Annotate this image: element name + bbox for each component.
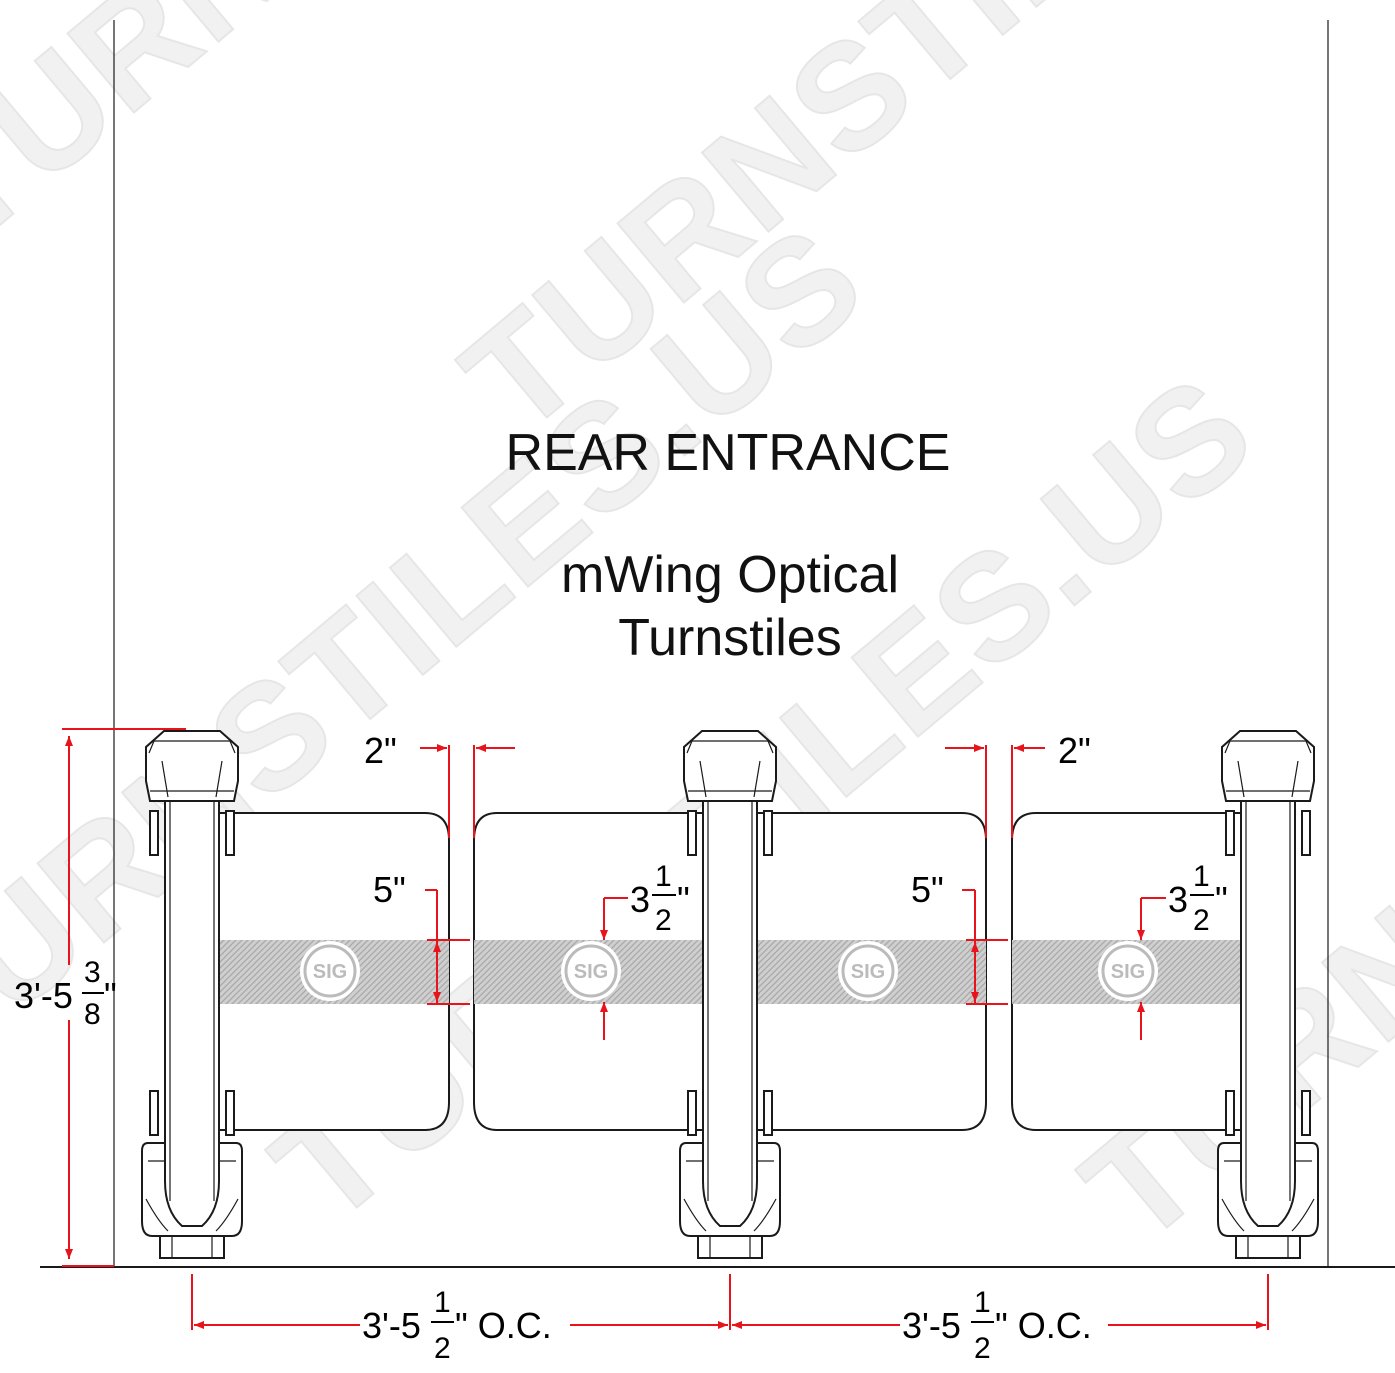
logo-label-left-den: 2	[655, 904, 672, 937]
oc-label-left-den: 2	[434, 1332, 451, 1365]
logo-text: SIG	[313, 961, 347, 983]
stripe-label-left: 5"	[373, 869, 406, 910]
oc-label-left-whole: 3'-5	[362, 1305, 421, 1346]
logo-dimension-left	[600, 897, 628, 1040]
gap-label-right: 2"	[1058, 730, 1091, 771]
entrance-title: REAR ENTRANCE	[506, 424, 951, 482]
height-num: 3	[84, 956, 101, 989]
logo-label-left-whole: 3	[630, 879, 650, 920]
stripe-label-right: 5"	[911, 869, 944, 910]
turnstile-pedestal	[679, 730, 781, 1259]
logo-text: SIG	[851, 961, 885, 983]
logo-label-right-num: 1	[1193, 860, 1210, 893]
oc-dimension-lines	[191, 1274, 1269, 1330]
logo-label-left-tail: "	[677, 879, 690, 920]
oc-label-right-den: 2	[974, 1332, 991, 1365]
sig-logo-icon: SIG	[1098, 941, 1158, 1001]
logo-label-right-whole: 3	[1168, 879, 1188, 920]
logo-dimension-right	[1137, 897, 1166, 1040]
logo-label-right-den: 2	[1193, 904, 1210, 937]
oc-label-left-num: 1	[434, 1286, 451, 1319]
sig-logo-icon: SIG	[561, 941, 621, 1001]
product-name-line1: mWing Optical	[561, 546, 899, 604]
oc-label-right-num: 1	[974, 1286, 991, 1319]
logo-text: SIG	[1111, 961, 1145, 983]
turnstile-pedestal	[141, 730, 243, 1259]
oc-label-right-tail: " O.C.	[995, 1305, 1092, 1346]
logo-text: SIG	[574, 961, 608, 983]
sig-logo-icon: SIG	[300, 941, 360, 1001]
height-dimension	[62, 728, 186, 1267]
product-name-line2: Turnstiles	[618, 609, 841, 667]
height-label: 3'-5	[14, 975, 73, 1016]
stripe-dimension-left	[425, 889, 470, 1005]
logo-label-left-num: 1	[655, 860, 672, 893]
logo-label-right-tail: "	[1215, 879, 1228, 920]
sig-logo-icon: SIG	[838, 941, 898, 1001]
turnstile-pedestal	[1217, 730, 1319, 1259]
oc-label-right-whole: 3'-5	[902, 1305, 961, 1346]
gap-label-left: 2"	[364, 730, 397, 771]
height-den: 8	[84, 998, 101, 1031]
oc-label-left-tail: " O.C.	[455, 1305, 552, 1346]
height-whole: 3'-5	[14, 975, 73, 1016]
gap-dimension-left	[420, 744, 515, 838]
stripe-dimension-right	[962, 889, 1008, 1005]
gap-dimension-right	[945, 744, 1045, 838]
height-tail: "	[104, 975, 117, 1016]
